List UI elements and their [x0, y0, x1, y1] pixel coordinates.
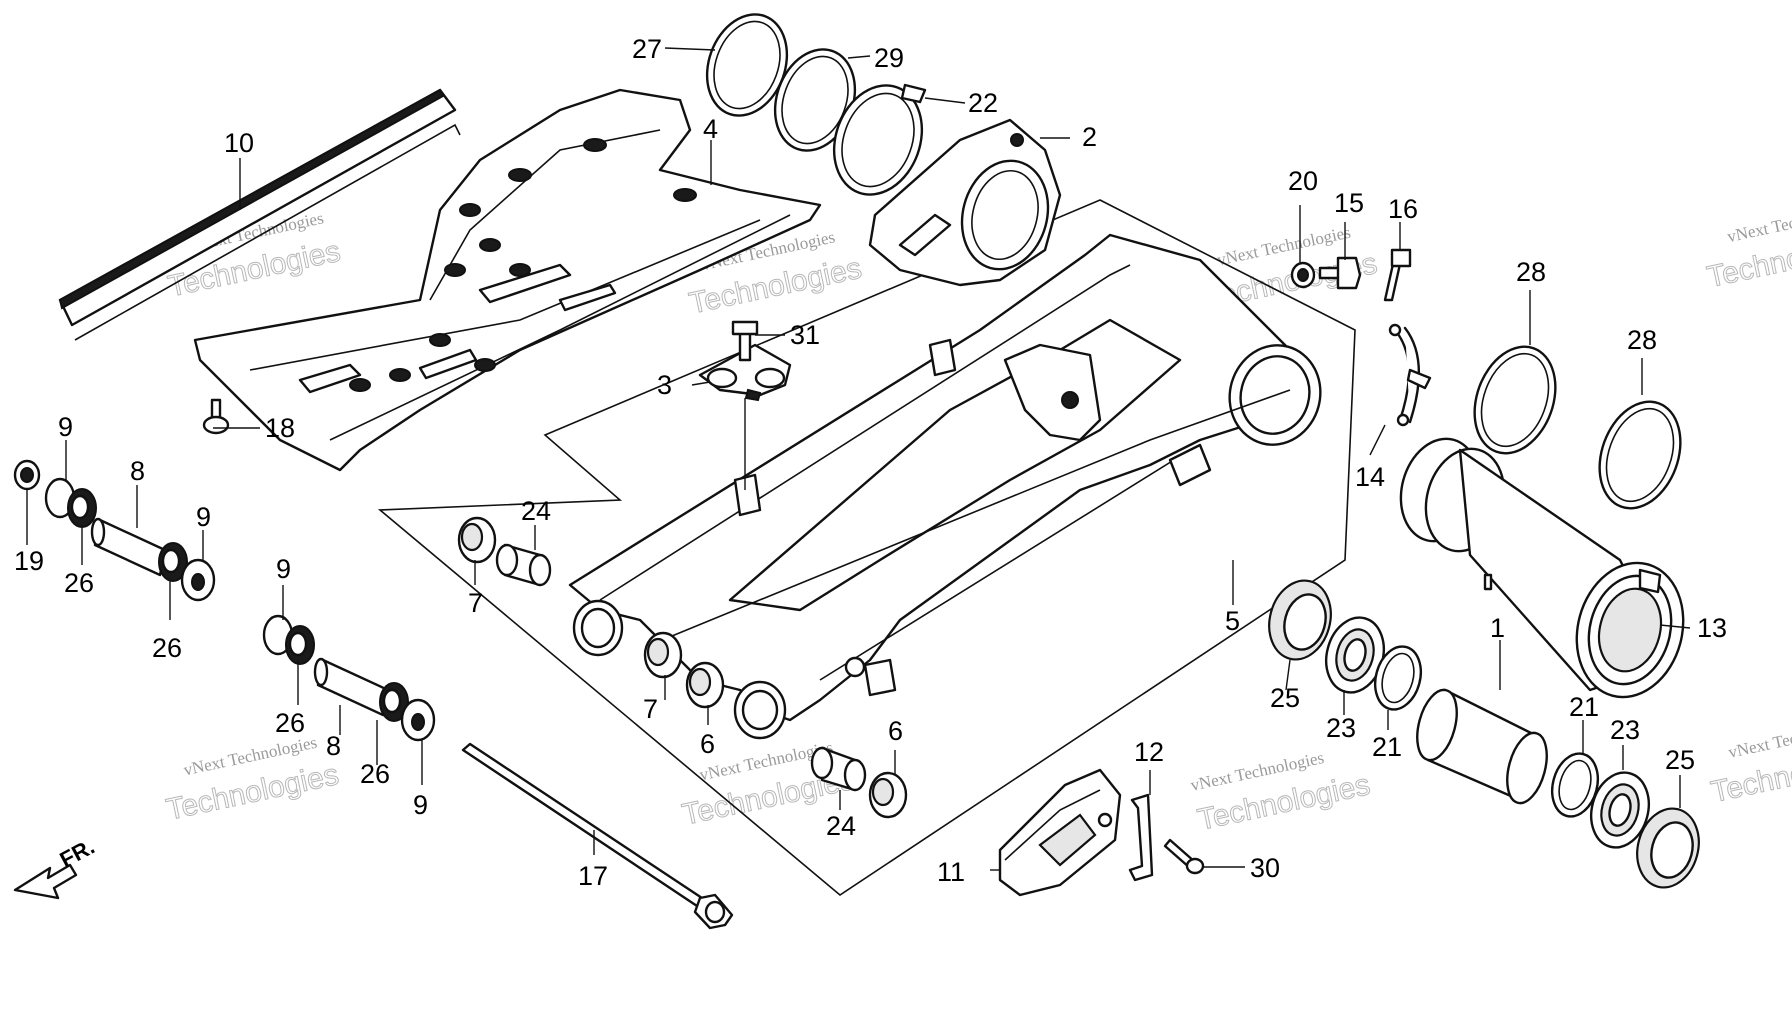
callout-9-b: 9: [196, 502, 211, 532]
screw-30: [1163, 838, 1205, 875]
callout-19: 19: [14, 546, 44, 576]
callout-30: 30: [1250, 853, 1280, 883]
pivot-bolt-17: [461, 742, 734, 930]
callout-13: 13: [1697, 613, 1727, 643]
callout-6-b: 6: [888, 716, 903, 746]
bushing-24-lower: [810, 746, 867, 792]
assembly-boundary: [377, 199, 1356, 896]
callout-6-a: 6: [700, 729, 715, 759]
chain-guide-arc-14: [1388, 323, 1432, 427]
callout-8-a: 8: [130, 456, 145, 486]
callout-9-c: 9: [276, 554, 291, 584]
o-ring-28-lower: [1598, 400, 1682, 510]
spacer-21-upper: [1373, 645, 1423, 711]
callout-27: 27: [632, 34, 662, 64]
pivot-stack-lower: [262, 614, 436, 742]
callout-14: 14: [1355, 462, 1385, 492]
callout-8-b: 8: [326, 731, 341, 761]
callout-28-b: 28: [1627, 325, 1657, 355]
callout-20: 20: [1288, 166, 1318, 196]
eccentric-hub-13: [1399, 437, 1685, 699]
seal-25-upper: [1268, 579, 1332, 661]
skid-plate: [193, 88, 822, 472]
callout-9-a: 9: [58, 412, 73, 442]
bolt-15: [1318, 256, 1362, 290]
callout-11: 11: [937, 857, 965, 887]
callout-26-b: 26: [152, 633, 182, 663]
callout-22: 22: [968, 88, 998, 118]
chain-slider-11: [998, 768, 1122, 897]
callout-16: 16: [1388, 194, 1418, 224]
callout-24-b: 24: [826, 811, 856, 841]
callout-31: 31: [790, 320, 820, 350]
callout-1: 1: [1490, 613, 1505, 643]
callout-23-b: 23: [1610, 715, 1640, 745]
chain-slider-strip: [58, 88, 461, 341]
callout-7-a: 7: [468, 588, 483, 618]
callout-5: 5: [1225, 606, 1240, 636]
callout-21-a: 21: [1372, 732, 1402, 762]
callout-15: 15: [1334, 188, 1364, 218]
callout-26-c: 26: [275, 708, 305, 738]
bolt-18: [202, 398, 230, 435]
o-ring-28-upper: [1473, 345, 1557, 455]
bushing-6-upper: [685, 661, 725, 709]
callout-labels: 27 29 22 2 4 10 18 31 3 9 8 9 19 26 26 2…: [14, 34, 1727, 891]
leader-lines: [26, 47, 1691, 871]
bearing-23-upper: [1325, 616, 1385, 694]
bolt-31: [731, 320, 759, 362]
callout-29: 29: [874, 43, 904, 73]
distance-collar-1: [1416, 688, 1548, 805]
front-direction-arrow: FR.: [13, 834, 99, 900]
callout-21-b: 21: [1569, 692, 1599, 722]
callout-4: 4: [703, 114, 718, 144]
callout-3: 3: [657, 370, 672, 400]
bushing-7-lower: [643, 631, 683, 679]
callout-25-b: 25: [1665, 745, 1695, 775]
watermark-text: vNext Technologies: [1726, 199, 1792, 246]
bushing-7-upper: [457, 516, 497, 564]
callout-28-a: 28: [1516, 257, 1546, 287]
bolt-16: [1383, 248, 1412, 302]
callout-2: 2: [1082, 122, 1097, 152]
callout-25-a: 25: [1270, 683, 1300, 713]
callout-18: 18: [265, 413, 295, 443]
bushing-6-lower: [868, 771, 908, 819]
bushing-24-upper: [495, 543, 552, 587]
washer-20: [1290, 261, 1316, 289]
callout-26-a: 26: [64, 568, 94, 598]
front-label: FR.: [56, 834, 99, 873]
callout-24-a: 24: [521, 496, 551, 526]
swingarm-5: [568, 233, 1322, 740]
pivot-stack-upper: [13, 459, 216, 602]
retaining-ring-22: [832, 83, 927, 196]
callout-12: 12: [1134, 737, 1164, 767]
callout-9-d: 9: [413, 790, 428, 820]
bearing-plate-2: [868, 118, 1062, 287]
seal-25-lower: [1636, 807, 1700, 889]
callout-26-d: 26: [360, 759, 390, 789]
bracket-12: [1128, 793, 1154, 882]
hose-clamp-3: [698, 343, 792, 402]
bearing-23-lower: [1590, 771, 1650, 849]
watermark-text: vNext Technologies: [1727, 715, 1792, 762]
callout-17: 17: [578, 861, 608, 891]
callout-23-a: 23: [1326, 713, 1356, 743]
callout-10: 10: [224, 128, 254, 158]
callout-7-b: 7: [643, 694, 658, 724]
